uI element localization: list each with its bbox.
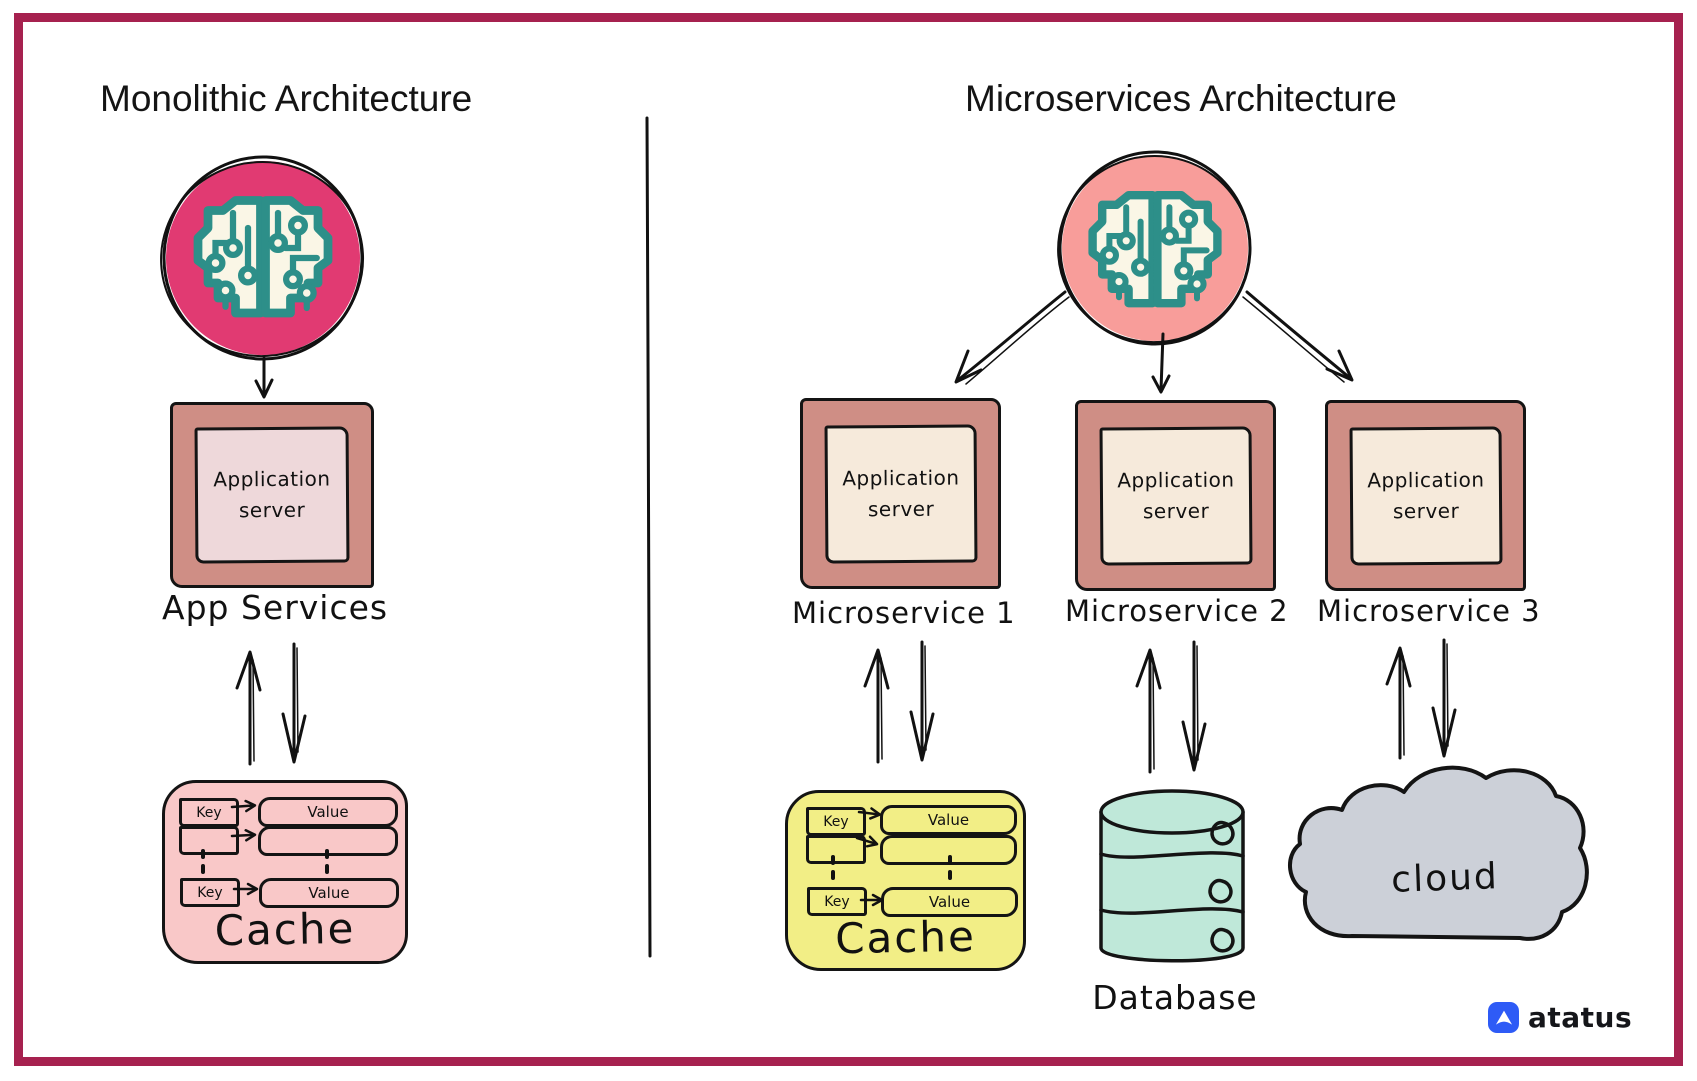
monolithic-title: Monolithic Architecture xyxy=(100,78,473,119)
database-icon xyxy=(1099,789,1245,963)
microservices-cache-box: Key Value Key Value Cache xyxy=(785,790,1026,971)
atatus-logo: atatus xyxy=(1488,1001,1632,1034)
microservice-1-server-box: Application server xyxy=(800,398,1001,589)
atatus-logo-text: atatus xyxy=(1528,1001,1633,1034)
cache-key-cell xyxy=(806,835,866,864)
microservice-3-label: Microservice 3 xyxy=(1317,594,1541,628)
cache-key-cell: Key xyxy=(807,887,867,916)
cache-value-cell: Value xyxy=(259,878,399,908)
cache-key-cell: Key xyxy=(180,878,240,907)
app-server-line2: server xyxy=(1142,498,1209,523)
diagram-frame-border xyxy=(14,13,1683,1066)
cache-key-cell: Key xyxy=(806,807,866,836)
microservice-2-label: Microservice 2 xyxy=(1065,594,1289,628)
cloud-label: cloud xyxy=(1390,856,1500,901)
cache-key-cell xyxy=(179,826,239,855)
atatus-logo-icon xyxy=(1488,1002,1519,1033)
app-server-line1: Application xyxy=(1366,467,1485,492)
app-server-line1: Application xyxy=(213,466,331,492)
monolithic-app-server-box: Application server xyxy=(170,402,374,588)
app-server-line2: server xyxy=(238,497,306,523)
monolithic-brain-badge xyxy=(160,155,365,361)
cache-value-cell: Value xyxy=(880,805,1017,835)
app-server-line1: Application xyxy=(1116,467,1235,492)
microservice-1-label: Microservice 1 xyxy=(792,596,1016,630)
app-server-line1: Application xyxy=(841,465,960,490)
app-server-line2: server xyxy=(867,496,934,521)
cache-value-cell: Value xyxy=(258,797,398,827)
app-server-line2: server xyxy=(1392,498,1459,523)
cloud-icon xyxy=(1287,765,1589,941)
cache-value-cell xyxy=(258,826,398,856)
app-services-label: App Services xyxy=(162,588,389,627)
database-label: Database xyxy=(1092,978,1258,1017)
cache-key-cell: Key xyxy=(179,798,239,827)
microservice-2-server-box: Application server xyxy=(1075,400,1276,591)
microservices-title: Microservices Architecture xyxy=(965,78,1397,119)
monolithic-cache-box: Key Value Key Value Cache xyxy=(162,780,408,964)
cache-label: Cache xyxy=(834,911,977,964)
microservice-3-server-box: Application server xyxy=(1325,400,1526,591)
cache-value-cell xyxy=(880,835,1017,865)
cache-label: Cache xyxy=(214,903,356,956)
